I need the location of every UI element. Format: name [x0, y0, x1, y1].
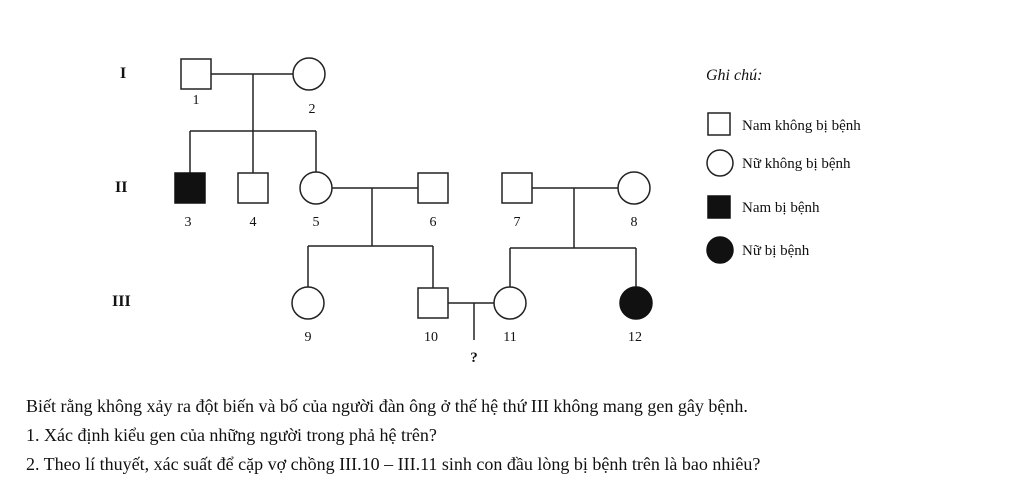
individual-7-male-unaffected: [501, 172, 533, 204]
legend-item-male-unaffected: Nam không bị bệnh: [707, 112, 861, 136]
individual-10-male-unaffected: [417, 287, 449, 319]
individual-number-4: 4: [250, 215, 257, 230]
legend-item-female-unaffected: Nữ không bị bệnh: [706, 149, 851, 177]
individual-1-male-unaffected: [180, 58, 212, 90]
individual-8-female-unaffected: [617, 171, 651, 205]
individual-number-3: 3: [185, 215, 192, 230]
individual-number-1: 1: [193, 93, 200, 108]
male-affected-icon: [707, 195, 731, 219]
individual-number-12: 12: [628, 330, 642, 345]
individual-number-7: 7: [514, 215, 521, 230]
generation-label-3: III: [112, 293, 131, 310]
individual-6-male-unaffected: [417, 172, 449, 204]
legend-text-male-affected: Nam bị bệnh: [742, 200, 820, 216]
male-unaffected-icon: [707, 112, 731, 136]
individual-number-5: 5: [313, 215, 320, 230]
legend-item-female-affected: Nữ bị bệnh: [706, 236, 810, 264]
individual-number-8: 8: [631, 215, 638, 230]
female-affected-icon: [706, 236, 734, 264]
individual-number-2: 2: [309, 102, 316, 117]
legend-text-female-affected: Nữ bị bệnh: [742, 243, 810, 259]
individual-2-female-unaffected: [292, 57, 326, 91]
individual-11-female-unaffected: [493, 286, 527, 320]
individual-3-male-affected: [174, 172, 206, 204]
generation-label-2: II: [115, 179, 127, 196]
individual-9-female-unaffected: [291, 286, 325, 320]
individual-4-male-unaffected: [237, 172, 269, 204]
problem-intro: Biết rằng không xảy ra đột biến và bố củ…: [26, 396, 748, 416]
legend-item-male-affected: Nam bị bệnh: [707, 195, 820, 219]
generation-label-1: I: [120, 65, 126, 82]
individual-5-female-unaffected: [299, 171, 333, 205]
legend-text-female-unaffected: Nữ không bị bệnh: [742, 156, 851, 172]
question-1: 1. Xác định kiểu gen của những người tro…: [26, 425, 437, 445]
individual-number-10: 10: [424, 330, 438, 345]
unknown-child-mark: ?: [470, 350, 478, 366]
pedigree-chart: I II III 1 2 3 4 5 6 7 8 9 10 11 12 ? Gh…: [112, 57, 861, 366]
pedigree-symbols: [174, 57, 653, 320]
question-2: 2. Theo lí thuyết, xác suất để cặp vợ ch…: [26, 454, 761, 474]
individual-number-6: 6: [430, 215, 437, 230]
problem-text: Biết rằng không xảy ra đột biến và bố củ…: [26, 392, 1021, 479]
individual-12-female-affected: [619, 286, 653, 320]
female-unaffected-icon: [706, 149, 734, 177]
individual-number-9: 9: [305, 330, 312, 345]
legend-text-male-unaffected: Nam không bị bệnh: [742, 118, 861, 134]
pedigree-lines: [189, 73, 637, 340]
individual-number-11: 11: [503, 330, 516, 345]
legend-title: Ghi chú:: [706, 67, 762, 84]
